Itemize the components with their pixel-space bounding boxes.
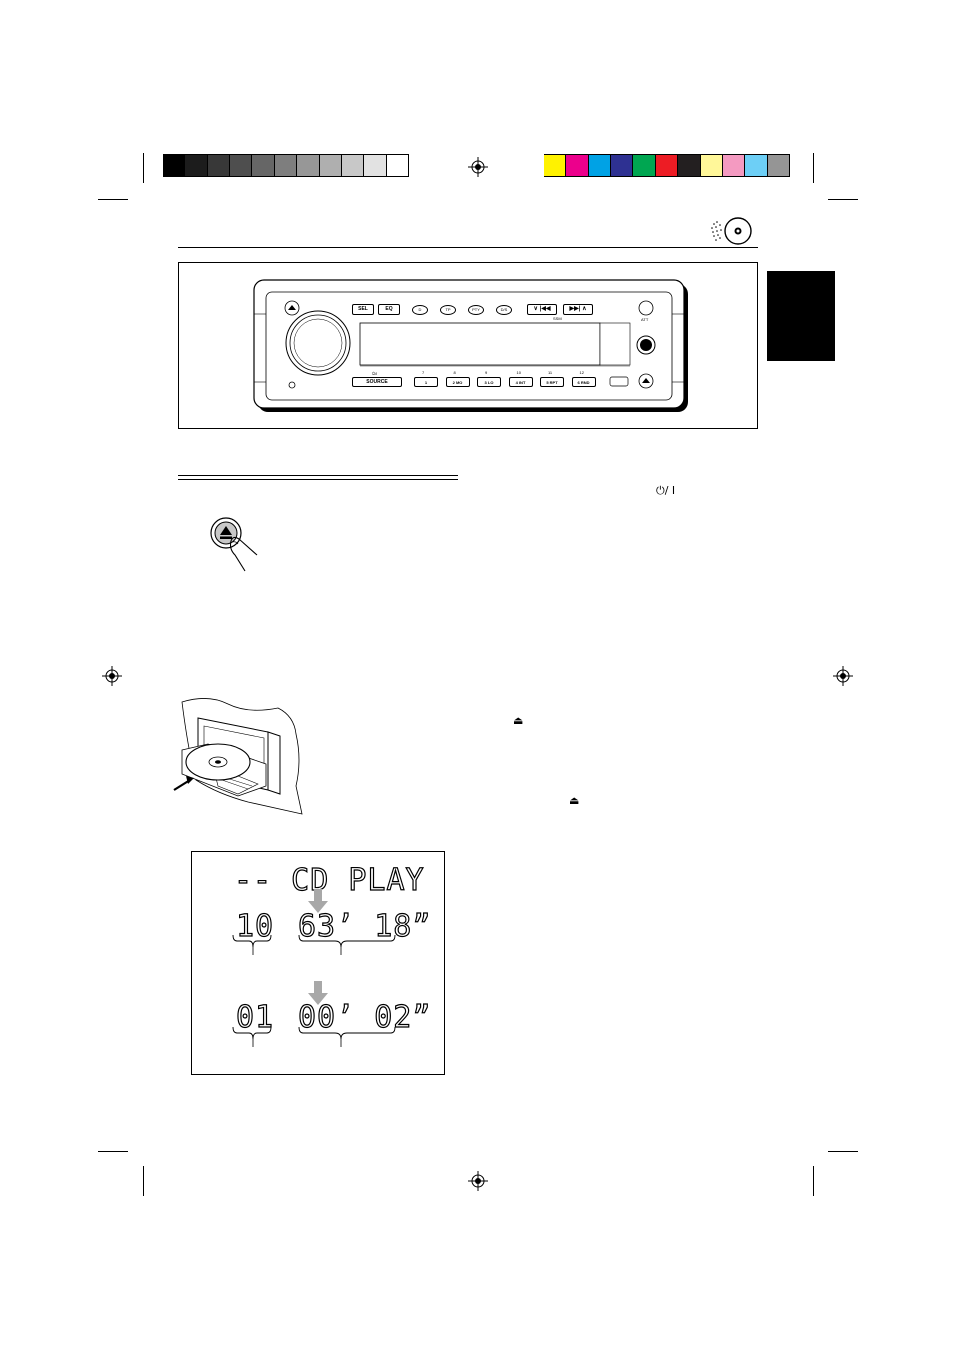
crop-mark bbox=[828, 199, 858, 200]
registration-mark-icon bbox=[102, 666, 122, 686]
crop-mark bbox=[143, 1166, 144, 1196]
color-swatch bbox=[655, 155, 679, 176]
seek-down-button: ∨ |◀◀ bbox=[527, 304, 557, 315]
crop-mark bbox=[813, 153, 814, 183]
language-tab bbox=[767, 271, 835, 361]
color-swatch bbox=[678, 155, 701, 176]
color-swatch bbox=[767, 155, 790, 176]
tp-button: TP bbox=[440, 305, 456, 315]
color-swatch bbox=[566, 155, 589, 176]
gray-swatch bbox=[207, 155, 231, 176]
lcd-total-time: 63’ 18” bbox=[297, 909, 432, 944]
lcd-elapsed-time: 00’ 02” bbox=[297, 1000, 432, 1035]
gray-swatch bbox=[341, 155, 365, 176]
eject-button-press-illustration bbox=[210, 517, 258, 572]
power-standby-icon: ⏻/ I bbox=[656, 484, 676, 497]
preset-button: 2 MO bbox=[445, 377, 470, 387]
eject-icon: ⏏ bbox=[513, 715, 524, 727]
lcd-current-track: 01 bbox=[235, 1000, 275, 1035]
eq-button: EQ bbox=[378, 304, 400, 315]
att-label: ATT bbox=[641, 317, 649, 322]
registration-mark-icon bbox=[833, 666, 853, 686]
crop-mark bbox=[813, 1166, 814, 1196]
gray-swatch bbox=[230, 155, 253, 176]
sel-button: SEL bbox=[352, 304, 374, 315]
preset-top-number: 10 bbox=[516, 370, 521, 375]
lcd-total-tracks: 10 bbox=[235, 909, 275, 944]
crop-mark bbox=[98, 1151, 128, 1152]
gray-swatch bbox=[319, 155, 342, 176]
cd-disc-icon bbox=[711, 217, 752, 245]
preset-top-number: 7 bbox=[422, 370, 425, 375]
color-swatch bbox=[544, 155, 567, 176]
gray-swatch bbox=[386, 155, 409, 176]
section-rule-top bbox=[178, 475, 458, 476]
gray-swatch bbox=[185, 155, 208, 176]
lcd-cd-play-text: -- CD PLAY bbox=[233, 863, 425, 898]
preset-button: 1 bbox=[414, 377, 438, 387]
preset-top-number: 9 bbox=[485, 370, 488, 375]
registration-mark-icon bbox=[468, 1171, 488, 1191]
ssm-label: SSM bbox=[553, 316, 562, 321]
preset-button: 3 LO bbox=[477, 377, 501, 387]
crop-mark bbox=[828, 1151, 858, 1152]
faceplate-illustration bbox=[253, 279, 688, 412]
lcd-annotation-overlay bbox=[232, 889, 396, 1047]
gray-swatch bbox=[364, 155, 387, 176]
color-swatch bbox=[700, 155, 723, 176]
disc-insertion-illustration bbox=[173, 698, 303, 815]
color-swatch bbox=[588, 155, 612, 176]
color-swatch bbox=[633, 155, 656, 176]
preset-top-number: 12 bbox=[579, 370, 584, 375]
faceplate-illustration-frame bbox=[178, 262, 758, 429]
ds-button: D/S bbox=[496, 305, 512, 315]
gray-swatch bbox=[297, 155, 320, 176]
registration-mark-icon bbox=[468, 157, 488, 177]
gray-swatch bbox=[252, 155, 275, 176]
color-swatch bbox=[745, 155, 768, 176]
preset-button: 5 RPT bbox=[540, 377, 564, 387]
source-button: SOURCE bbox=[352, 377, 402, 387]
eject-icon: ⏏ bbox=[569, 795, 580, 807]
preset-top-number: 8 bbox=[453, 370, 456, 375]
seek-up-button: ▶▶| ∧ bbox=[563, 304, 593, 315]
color-swatch bbox=[722, 155, 746, 176]
color-swatch bbox=[611, 155, 634, 176]
crop-mark bbox=[143, 153, 144, 183]
header-rule bbox=[178, 247, 758, 248]
gray-swatch bbox=[274, 155, 298, 176]
pty-button: PTY bbox=[468, 305, 484, 315]
preset-button: 6 RND bbox=[571, 377, 596, 387]
section-rule-bottom bbox=[178, 479, 458, 480]
preset-button: 4 INT bbox=[508, 377, 533, 387]
d-button: D bbox=[412, 305, 428, 315]
crop-mark bbox=[98, 199, 128, 200]
power-label: ⏻/I bbox=[372, 371, 378, 376]
gray-swatch bbox=[163, 155, 186, 176]
preset-top-number: 11 bbox=[548, 370, 553, 375]
lcd-display-frame bbox=[191, 851, 445, 1075]
